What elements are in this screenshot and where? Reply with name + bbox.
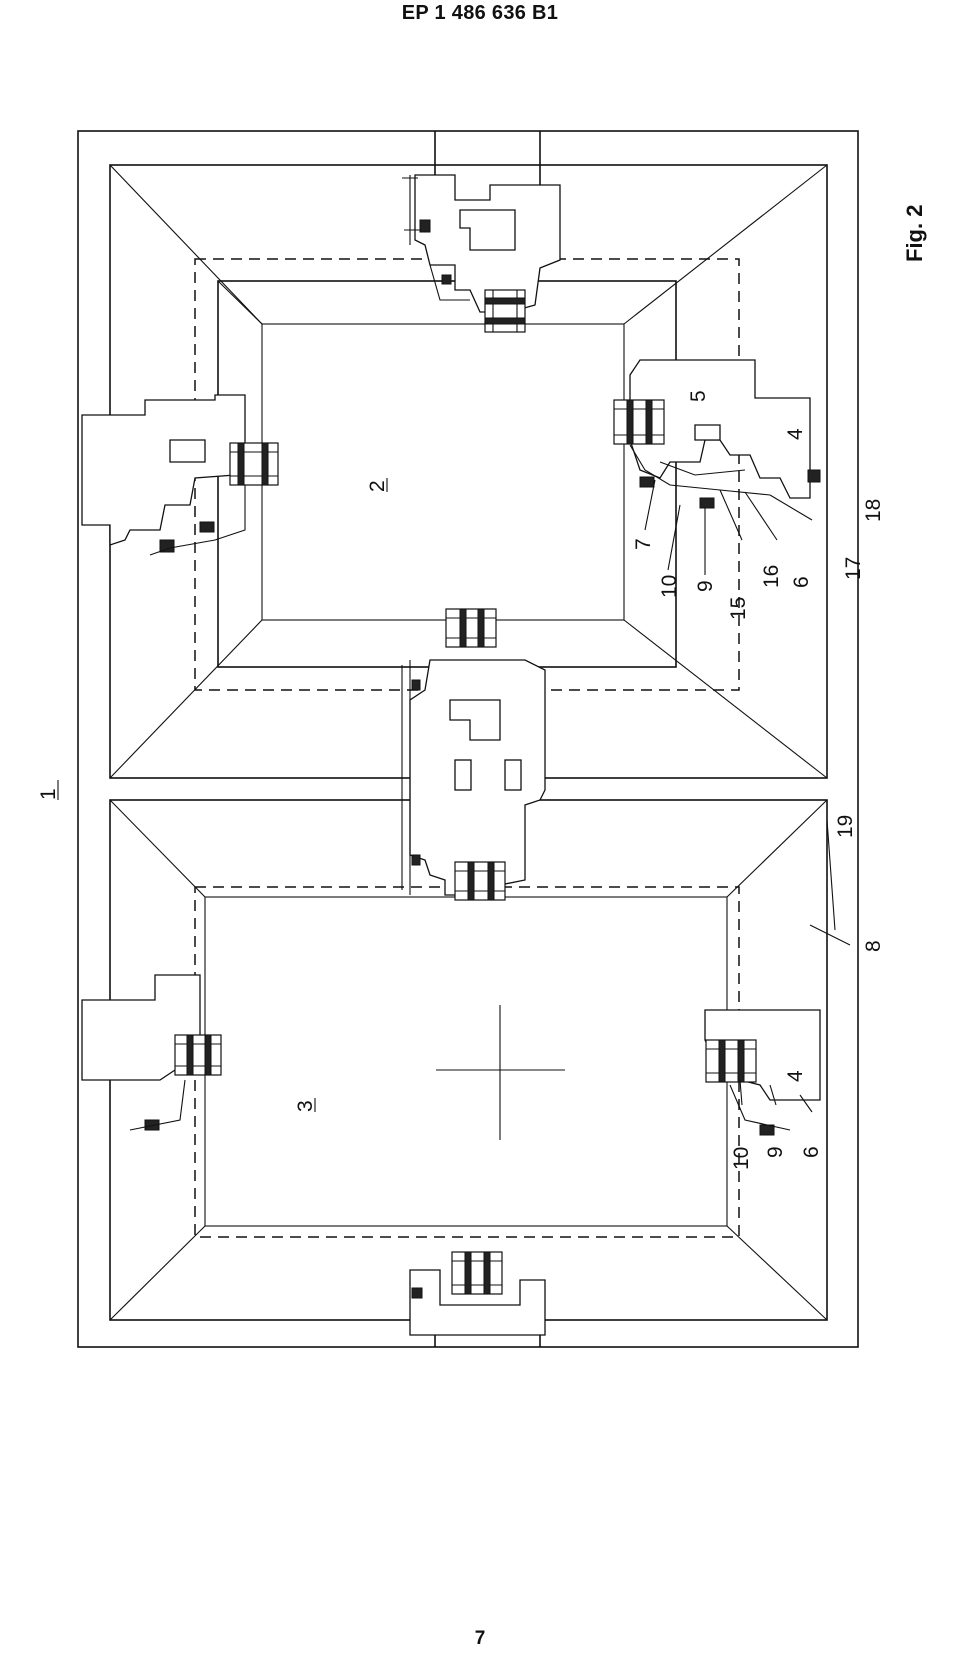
upper-glass-pane (261, 323, 625, 621)
ref-6-left: 6 (800, 1146, 823, 1158)
profile-lower-right (704, 1009, 821, 1136)
ref-6-right: 6 (790, 576, 813, 588)
leader-lines (644, 479, 851, 946)
ref-16: 16 (760, 565, 783, 588)
profile-upper-right (613, 359, 821, 509)
ref-9-right: 9 (694, 580, 717, 592)
lower-sash-dashed (194, 886, 740, 1238)
profile-lower-left (81, 974, 222, 1131)
ref-4-right: 4 (784, 428, 807, 440)
profile-upper-left (81, 394, 279, 556)
ref-10-right: 10 (658, 575, 681, 598)
ref-15: 15 (727, 597, 750, 620)
figure-label: Fig. 2 (902, 205, 927, 262)
document-number: EP 1 486 636 B1 (401, 2, 559, 24)
ref-8: 8 (862, 940, 885, 952)
ref-5: 5 (687, 390, 710, 402)
profile-lower-bottom (409, 1251, 546, 1336)
ref-19: 19 (834, 815, 857, 838)
lower-glass-pane (204, 896, 728, 1227)
ref-10-left: 10 (730, 1147, 753, 1170)
profile-mullion (401, 608, 546, 901)
reference-numerals: 1 2 3 5 4 7 10 9 15 16 6 17 18 19 8 4 10… (37, 205, 927, 1170)
profile-top-center (402, 174, 561, 333)
ref-18: 18 (862, 499, 885, 522)
ref-sash-upper: 2 (366, 480, 389, 492)
ref-9-left: 9 (764, 1146, 787, 1158)
center-crosshair (436, 1005, 565, 1140)
ref-frame: 1 (37, 788, 60, 800)
lower-sash-miters (109, 799, 828, 1321)
ref-17: 17 (842, 557, 865, 580)
upper-sash-miters (109, 164, 828, 779)
page-number: 7 (474, 1628, 486, 1649)
ref-7: 7 (632, 538, 655, 550)
ref-sash-lower: 3 (294, 1100, 317, 1112)
outer-frame (77, 130, 859, 1348)
ref-4-left: 4 (784, 1070, 807, 1082)
